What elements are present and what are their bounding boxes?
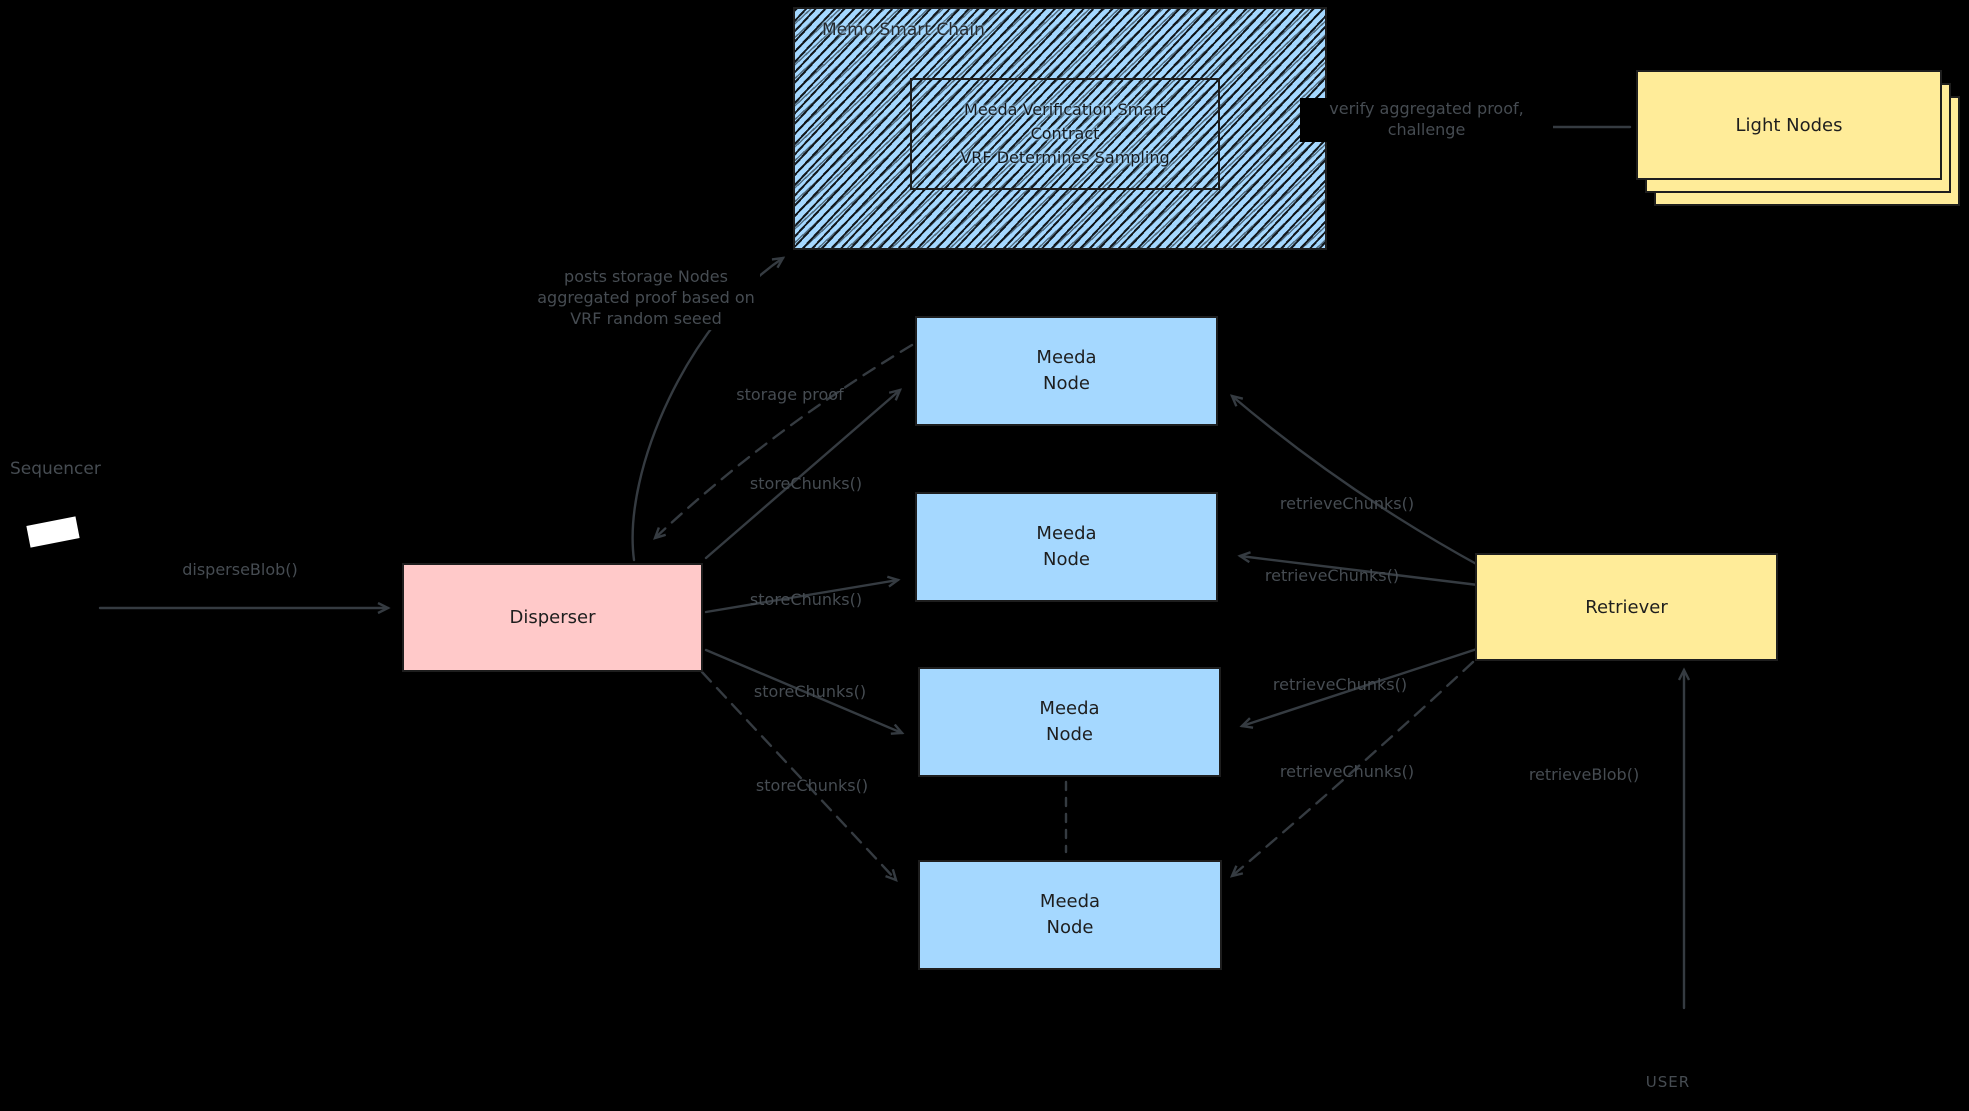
edge-label-verify: verify aggregated proof, challenge [1300,98,1553,142]
light-nodes-box: Light Nodes [1636,70,1942,180]
edge-label-retrieve-chunks-1: retrieveChunks() [1279,494,1415,513]
edge-label-retrieve-chunks-2: retrieveChunks() [1264,566,1400,585]
disperser-label: Disperser [509,607,596,628]
contract-box: Meeda Verification Smart Contract VRF De… [910,78,1220,190]
light-nodes-label: Light Nodes [1735,114,1843,136]
sequencer-screen-icon [26,516,80,548]
edge-label-disperse-blob: disperseBlob() [182,560,298,579]
arrow-storage-proof [655,343,914,538]
meeda-node-4: Meeda Node [918,860,1222,970]
retriever-box: Retriever [1475,553,1778,661]
edge-label-store-chunks-1: storeChunks() [749,474,863,493]
meeda-node-2: Meeda Node [915,492,1218,602]
meeda-node-3-label: Meeda Node [1039,697,1100,745]
user-label: USER [1645,1073,1691,1091]
contract-line-1: Meeda Verification Smart [964,100,1166,119]
edge-label-store-chunks-2: storeChunks() [749,590,863,609]
arrow-retrieve-chunks-1 [1232,396,1482,568]
meeda-node-3: Meeda Node [918,667,1221,777]
edge-label-store-chunks-3: storeChunks() [753,682,867,701]
disperser-box: Disperser [402,563,703,672]
edge-label-posts-proof: posts storage Nodes aggregated proof bas… [532,266,760,331]
edge-label-retrieve-chunks-4: retrieveChunks() [1279,762,1415,781]
edge-label-storage-proof: storage proof [736,385,844,404]
meeda-node-1: Meeda Node [915,316,1218,426]
meeda-node-1-label: Meeda Node [1036,346,1097,394]
chain-box [793,7,1327,250]
edge-label-retrieve-chunks-3: retrieveChunks() [1272,675,1408,694]
edge-label-retrieve-blob: retrieveBlob() [1528,765,1640,784]
retriever-label: Retriever [1585,596,1668,618]
meeda-node-2-label: Meeda Node [1036,522,1097,570]
chain-title: Memo Smart Chain [822,20,985,40]
edge-label-store-chunks-4: storeChunks() [755,776,869,795]
meeda-node-4-label: Meeda Node [1039,890,1101,938]
contract-line-3: VRF Determines Sampling [960,148,1170,167]
contract-line-2: Contract [1030,124,1100,143]
sequencer-label: Sequencer [10,459,101,479]
